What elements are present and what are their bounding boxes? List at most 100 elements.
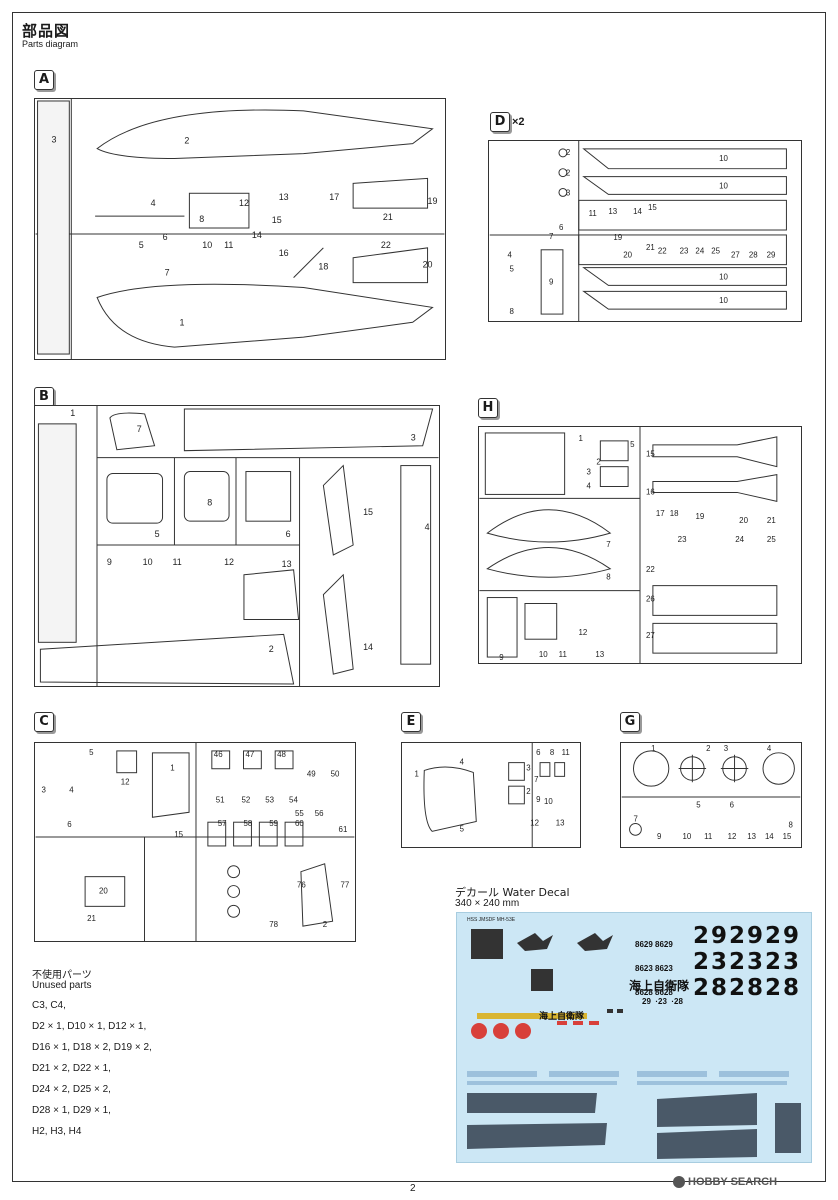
svg-text:4: 4	[69, 786, 74, 795]
svg-text:7: 7	[633, 814, 637, 823]
svg-text:19: 19	[428, 196, 438, 206]
svg-text:10: 10	[719, 272, 728, 281]
svg-text:21: 21	[383, 212, 393, 222]
svg-text:15: 15	[363, 507, 373, 517]
unused-parts-title-jp: 不使用パーツ	[32, 970, 92, 981]
svg-text:6: 6	[286, 529, 291, 539]
svg-text:5: 5	[89, 748, 94, 757]
svg-text:25: 25	[711, 247, 720, 256]
page-title-jp: 部品図	[22, 22, 71, 40]
unused-parts-title-en: Unused parts	[32, 980, 92, 991]
svg-text:11: 11	[172, 557, 181, 567]
svg-text:12: 12	[530, 818, 539, 827]
sprue-label-h: H	[478, 398, 498, 418]
svg-text:10: 10	[544, 797, 553, 806]
unused-parts-line: D24 × 2, D25 × 2,	[32, 1084, 111, 1095]
svg-text:20: 20	[739, 516, 748, 525]
svg-text:2: 2	[269, 644, 274, 654]
svg-text:5: 5	[460, 824, 465, 833]
sprue-label-c: C	[34, 712, 54, 732]
svg-text:10: 10	[143, 557, 153, 567]
svg-text:22: 22	[646, 565, 655, 574]
svg-text:10: 10	[719, 296, 728, 305]
svg-text:5: 5	[510, 265, 515, 274]
svg-text:5: 5	[630, 440, 635, 449]
svg-text:4: 4	[460, 758, 465, 767]
svg-text:3: 3	[724, 744, 729, 753]
unused-parts-line: D28 × 1, D29 × 1,	[32, 1105, 111, 1116]
svg-text:4: 4	[767, 744, 772, 753]
svg-text:3: 3	[526, 763, 531, 772]
svg-text:23: 23	[678, 535, 687, 544]
svg-text:52: 52	[242, 795, 251, 804]
svg-text:78: 78	[269, 920, 278, 929]
svg-text:2: 2	[566, 148, 570, 157]
svg-text:21: 21	[87, 914, 96, 923]
sprue-label-e: E	[401, 712, 421, 732]
sprue-label-g: G	[620, 712, 640, 732]
svg-text:61: 61	[339, 825, 348, 834]
svg-text:25: 25	[767, 535, 776, 544]
svg-text:8: 8	[199, 214, 204, 224]
unused-parts-line: H2, H3, H4	[32, 1126, 82, 1137]
svg-text:56: 56	[315, 809, 324, 818]
svg-text:14: 14	[633, 207, 642, 216]
svg-text:47: 47	[245, 750, 254, 759]
svg-text:9: 9	[107, 557, 112, 567]
svg-text:8: 8	[550, 748, 555, 757]
svg-text:13: 13	[608, 207, 617, 216]
decal-mid-numbers: 29 ·23 ·28	[642, 997, 683, 1006]
svg-text:13: 13	[279, 192, 289, 202]
svg-text:9: 9	[657, 832, 661, 841]
svg-text:10: 10	[719, 154, 728, 163]
sprue-label-a: A	[34, 70, 54, 90]
svg-text:23: 23	[680, 247, 689, 256]
decal-header-text: HSS JMSDF MH-53E	[467, 917, 516, 923]
svg-text:20: 20	[99, 886, 108, 895]
svg-text:17: 17	[656, 509, 665, 518]
svg-text:15: 15	[783, 832, 792, 841]
svg-text:5: 5	[139, 240, 144, 250]
hinomaru-roundels	[471, 1023, 531, 1039]
svg-text:8: 8	[606, 573, 611, 582]
svg-text:1: 1	[170, 764, 175, 773]
decal-small-kanji: 海上自衛隊	[539, 1012, 585, 1022]
decal-big-number-28: 282828	[693, 975, 802, 1001]
svg-text:58: 58	[244, 819, 253, 828]
svg-text:11: 11	[562, 748, 570, 757]
sprue-d-multiplier: ×2	[512, 116, 525, 128]
svg-text:3: 3	[566, 188, 571, 197]
page-title-en: Parts diagram	[22, 39, 79, 49]
decal-size: 340 × 240 mm	[455, 898, 520, 909]
svg-text:2: 2	[184, 136, 189, 146]
svg-text:59: 59	[269, 819, 278, 828]
svg-text:7: 7	[534, 775, 538, 784]
svg-text:12: 12	[121, 778, 130, 787]
svg-text:15: 15	[272, 215, 282, 225]
svg-text:10: 10	[202, 240, 212, 250]
svg-text:27: 27	[646, 631, 655, 640]
svg-text:14: 14	[765, 832, 774, 841]
sprue-label-d: D	[490, 112, 510, 132]
svg-text:13: 13	[747, 832, 756, 841]
sprue-label-b: B	[34, 387, 54, 407]
svg-text:17: 17	[329, 192, 339, 202]
svg-text:57: 57	[218, 819, 227, 828]
decal-big-number-23: 232323	[693, 949, 802, 975]
svg-text:29: 29	[767, 251, 776, 260]
svg-text:4: 4	[508, 251, 513, 260]
svg-text:5: 5	[696, 801, 701, 810]
svg-text:6: 6	[730, 801, 735, 810]
svg-text:7: 7	[137, 424, 142, 434]
unused-parts-line: D2 × 1, D10 × 1, D12 × 1,	[32, 1021, 147, 1032]
svg-text:10: 10	[719, 181, 728, 190]
svg-text:6: 6	[536, 748, 541, 757]
svg-text:9: 9	[549, 277, 554, 286]
